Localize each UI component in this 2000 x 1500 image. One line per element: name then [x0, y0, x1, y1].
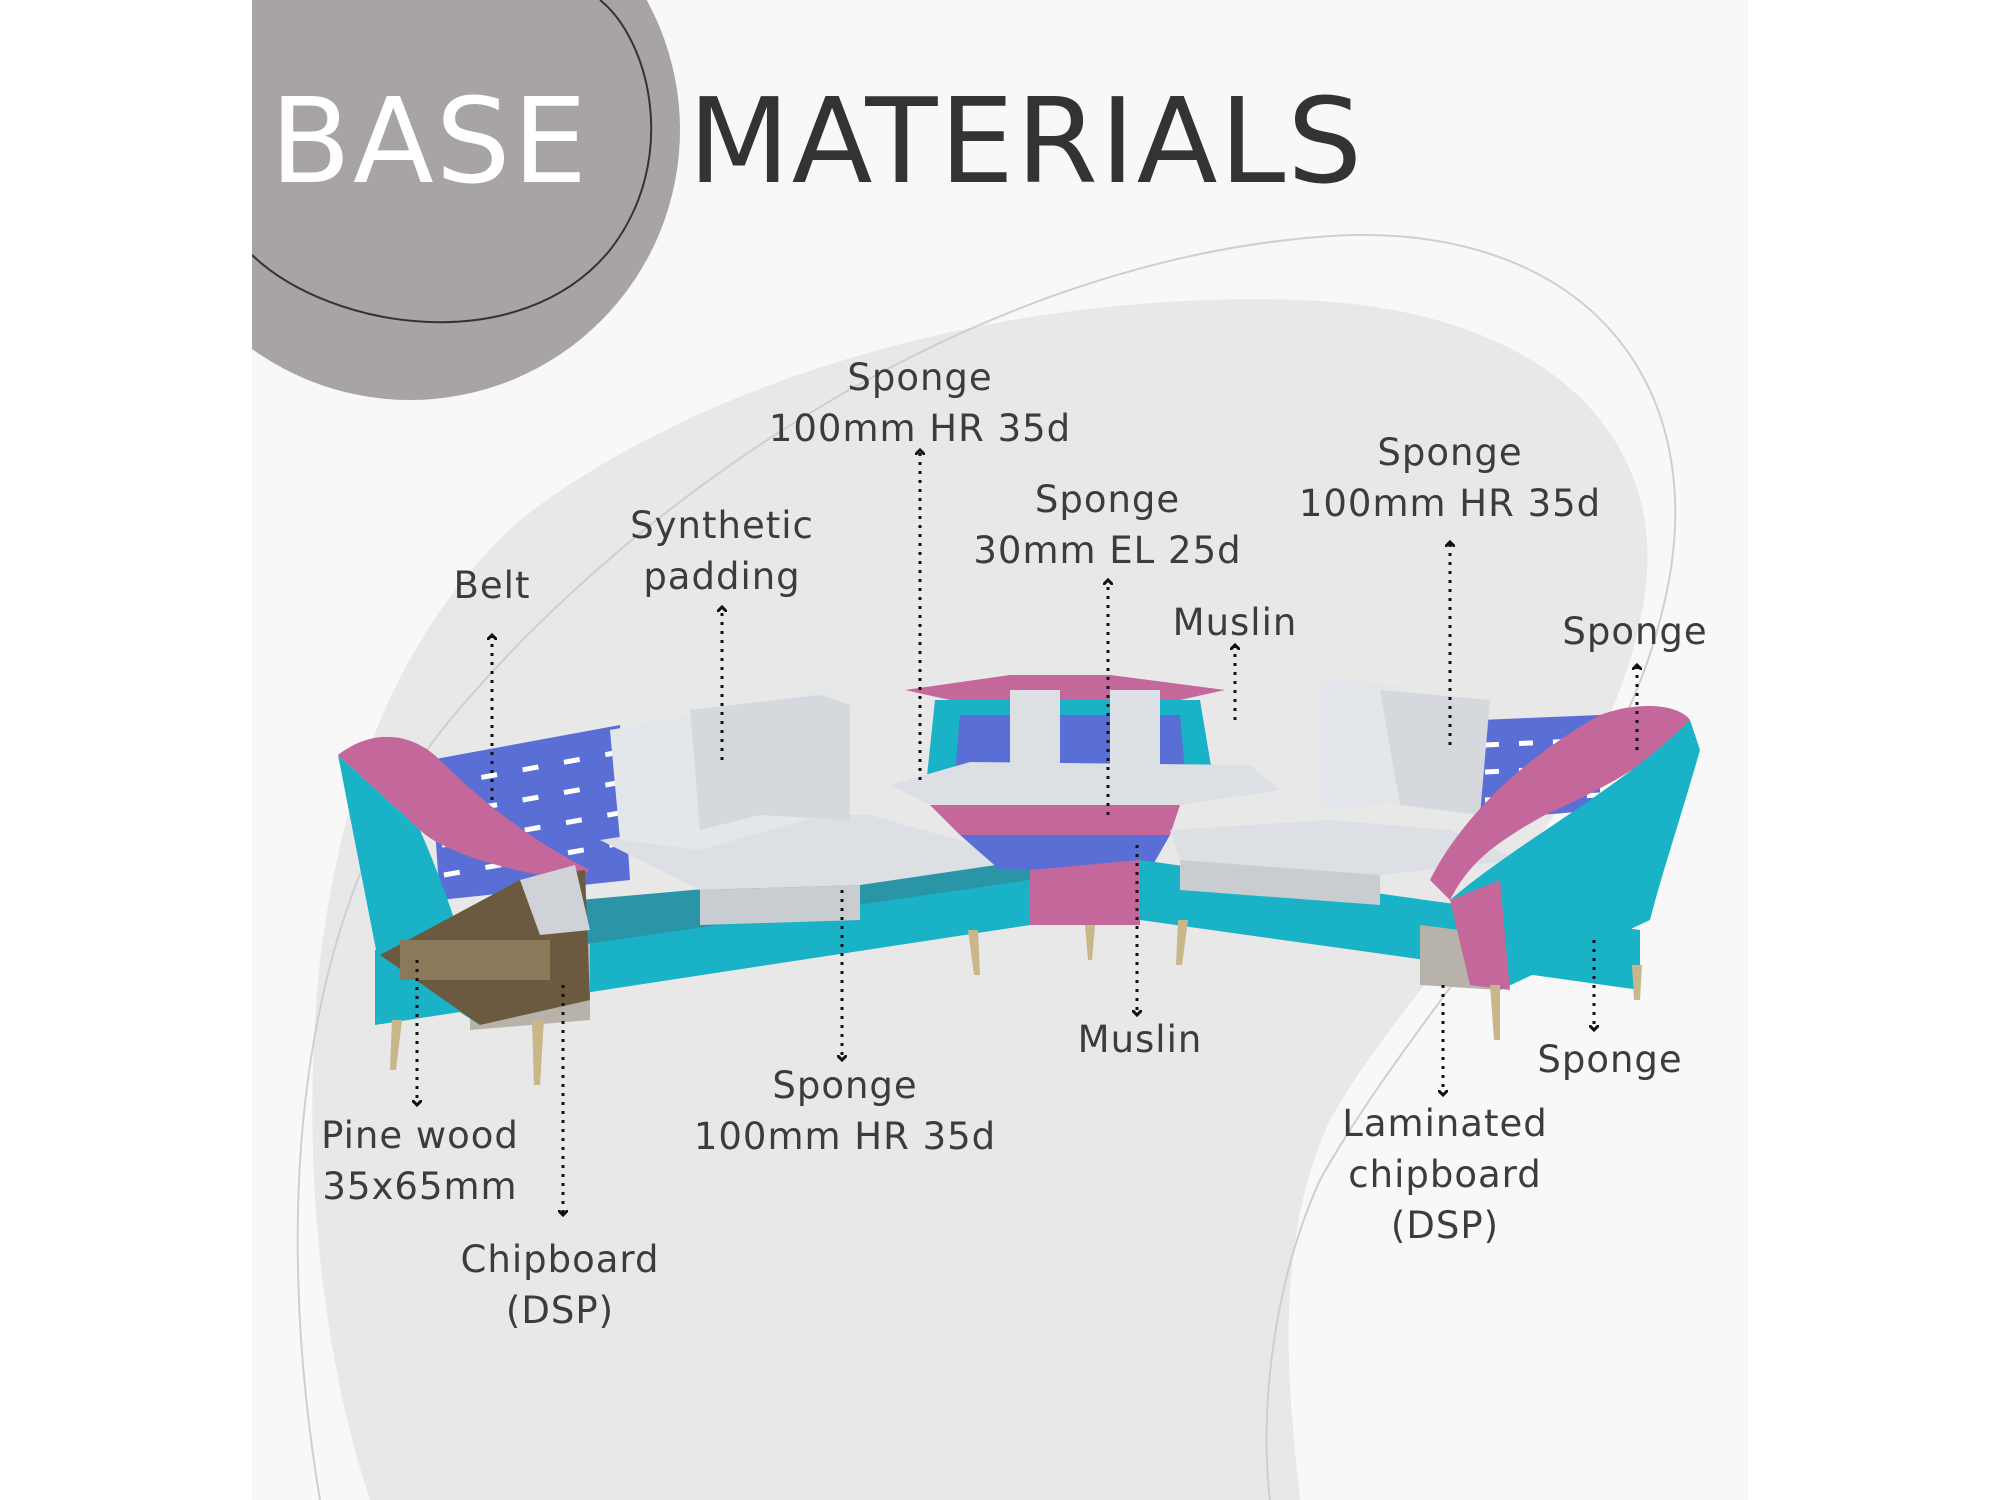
corner-base: [1030, 860, 1140, 925]
label-chipboard: Chipboard (DSP): [460, 1238, 660, 1332]
right-arm-side: [1450, 720, 1700, 990]
sofa-illustration: [338, 675, 1700, 1085]
left-seat-cushion-front: [700, 885, 860, 925]
left-arm-top: [338, 736, 590, 880]
title-materials: MATERIALS: [688, 72, 1365, 210]
left-back-cushion-2: [690, 695, 850, 830]
label-belt: Belt: [453, 564, 531, 607]
title-circle-ring: [251, 0, 653, 324]
right-seat-cushion-front: [1180, 860, 1380, 905]
label-sponge-arm: Sponge: [1562, 610, 1708, 653]
label-sponge-back-right: Sponge 100mm HR 35d: [1298, 431, 1602, 525]
corner-back-foam-left: [1010, 690, 1060, 775]
corner-back-foam-right: [1110, 690, 1160, 775]
label-synthetic-padding: Synthetic padding: [630, 504, 814, 598]
label-sponge-back-left: Sponge 100mm HR 35d: [768, 356, 1072, 450]
label-sponge-seat: Sponge 100mm HR 35d: [693, 1064, 997, 1158]
left-arm-section-foam: [520, 865, 590, 935]
label-muslin-bottom: Muslin: [1077, 1018, 1203, 1061]
leg-5: [1490, 985, 1500, 1040]
right-seat-cushion-top: [1170, 820, 1520, 875]
right-back-cushion-2: [1380, 690, 1490, 815]
leg-4: [1176, 920, 1188, 965]
corner-seat-foam: [890, 762, 1280, 805]
side-margin-right: [1748, 0, 2000, 1500]
corner-leg: [1085, 925, 1095, 960]
leg-3: [968, 930, 980, 975]
label-pine-wood: Pine wood 35x65mm: [321, 1114, 519, 1208]
corner-seat-pink-layer: [930, 805, 1180, 835]
label-sponge-top: Sponge 30mm EL 25d: [973, 478, 1242, 572]
title-base: BASE: [270, 72, 590, 210]
label-laminated-chipboard: Laminated chipboard (DSP): [1342, 1102, 1548, 1247]
callout-arrows: [417, 450, 1637, 1215]
leg-6: [1632, 965, 1642, 1000]
leg-2: [532, 1020, 544, 1085]
right-arm-pink-edge: [1450, 880, 1510, 990]
corner-seat-belts: [960, 835, 1170, 870]
left-pine-beam: [400, 940, 550, 980]
leg-1: [390, 1020, 402, 1070]
right-arm-top: [1430, 705, 1690, 900]
title-circle-crop: [0, 0, 252, 420]
label-sponge-side: Sponge: [1537, 1038, 1683, 1081]
label-muslin-top: Muslin: [1172, 601, 1298, 644]
